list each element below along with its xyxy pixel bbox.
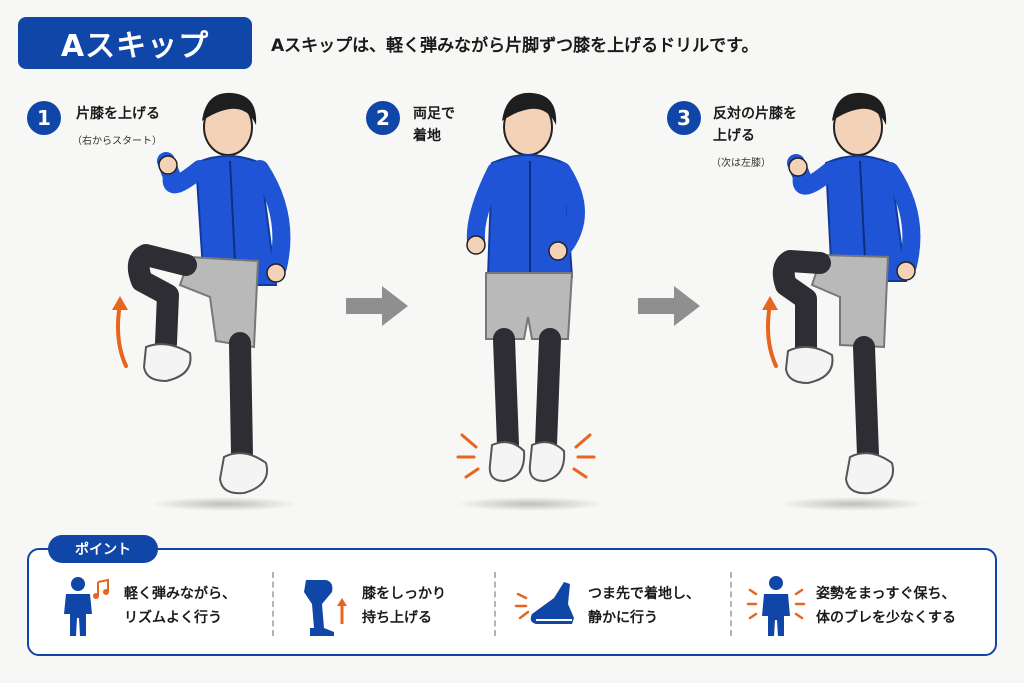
runner-figure-knee-up	[127, 92, 291, 495]
step-3-label-line1: 反対の片膝を	[713, 106, 797, 122]
figure-3-shadow	[778, 497, 928, 511]
points-tab-label: ポイント	[48, 535, 158, 563]
points-divider	[730, 572, 732, 636]
step-3-note: （次は左膝）	[711, 158, 771, 169]
step-2-label-line2: 着地	[413, 128, 441, 144]
point-1-line1: 軽く弾みながら、	[124, 586, 236, 602]
points-divider	[494, 572, 496, 636]
next-step-arrow-icon	[638, 286, 700, 326]
step-3-label-line2: 上げる	[713, 128, 755, 144]
points-divider	[272, 572, 274, 636]
step-1-number: 1	[27, 101, 61, 135]
step-2-label-line1: 両足で	[413, 106, 455, 122]
runner-figure-landing	[456, 92, 596, 483]
point-3-line2: 静かに行う	[588, 610, 658, 626]
page-subtitle: Aスキップは、軽く弾みながら片脚ずつ膝を上げるドリルです。	[271, 36, 759, 56]
knee-up-arrow-icon	[762, 296, 778, 368]
person-music-icon	[64, 577, 109, 636]
page-title: Aスキップ	[18, 17, 252, 69]
point-item-knee: 膝をしっかり 持ち上げる	[296, 568, 446, 644]
point-item-rhythm: 軽く弾みながら、 リズムよく行う	[58, 568, 236, 644]
point-3-line1: つま先で着地し、	[588, 586, 700, 602]
runner-figure-other-knee-up	[772, 92, 921, 495]
points-panel	[27, 548, 997, 656]
leg-knee-up-icon	[304, 580, 347, 636]
person-posture-icon	[746, 576, 806, 636]
next-step-arrow-icon	[346, 286, 408, 326]
step-2-number: 2	[366, 101, 400, 135]
point-4-line1: 姿勢をまっすぐ保ち、	[816, 586, 956, 602]
knee-up-arrow-icon	[112, 296, 128, 368]
point-2-line1: 膝をしっかり	[362, 586, 446, 602]
point-2-line2: 持ち上げる	[362, 610, 432, 626]
point-item-posture: 姿勢をまっすぐ保ち、 体のブレを少なくする	[746, 568, 956, 644]
step-3-number: 3	[667, 101, 701, 135]
shoe-landing-icon	[514, 582, 574, 624]
point-item-landing: つま先で着地し、 静かに行う	[514, 568, 700, 644]
point-1-line2: リズムよく行う	[124, 610, 222, 626]
point-4-line2: 体のブレを少なくする	[816, 610, 956, 626]
step-1-label: 片膝を上げる	[76, 106, 160, 122]
figure-1-shadow	[150, 497, 300, 511]
figure-2-shadow	[455, 497, 605, 511]
step-1-note: （右からスタート）	[72, 136, 162, 147]
